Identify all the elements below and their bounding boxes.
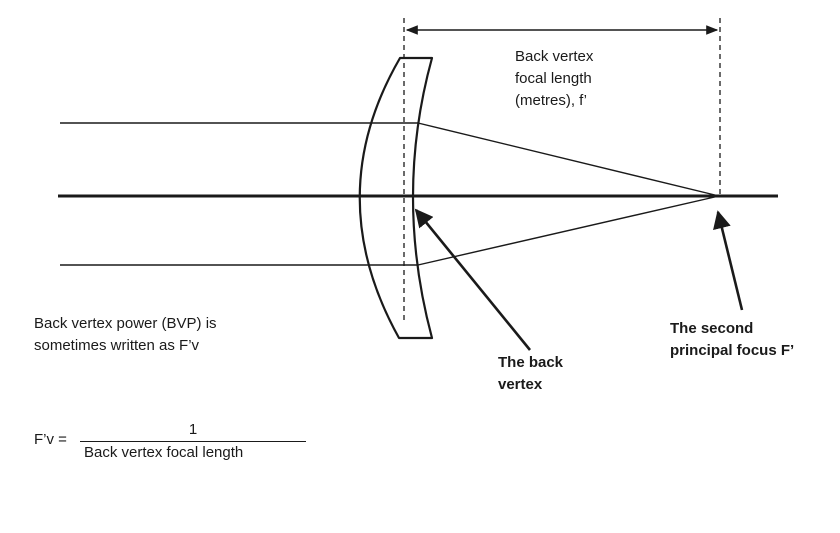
bvp-note-line: Back vertex power (BVP) is [34, 315, 217, 332]
bvp-note-line: sometimes written as F’v [34, 337, 200, 354]
bvp-note: Back vertex power (BVP) is sometimes wri… [34, 313, 217, 357]
back-vertex-label-line: The back [498, 354, 564, 371]
formula-denominator: Back vertex focal length [80, 441, 306, 463]
focal-length-label-line: focal length [515, 70, 592, 87]
focal-length-label: Back vertex focal length (metres), f’ [515, 46, 593, 112]
focal-length-label-line: Back vertex [515, 48, 594, 65]
formula-lhs: F’v = [34, 431, 67, 448]
formula-fraction: 1 Back vertex focal length [80, 420, 306, 463]
second-focus-pointer-arrow [713, 210, 744, 311]
second-focus-label: The second principal focus F’ [670, 318, 794, 362]
formula-numerator: 1 [188, 421, 198, 438]
second-focus-label-line: The second [670, 320, 754, 337]
second-focus-label-line: principal focus F’ [670, 342, 795, 359]
back-vertex-label-line: vertex [498, 376, 543, 393]
refracted-ray-bottom [417, 195, 720, 266]
meniscus-lens [358, 56, 434, 340]
refracted-ray-top [417, 122, 720, 197]
focal-length-label-line: (metres), f’ [515, 92, 587, 109]
back-vertex-label: The back vertex [498, 352, 563, 396]
back-vertex-pointer-arrow [414, 208, 532, 351]
